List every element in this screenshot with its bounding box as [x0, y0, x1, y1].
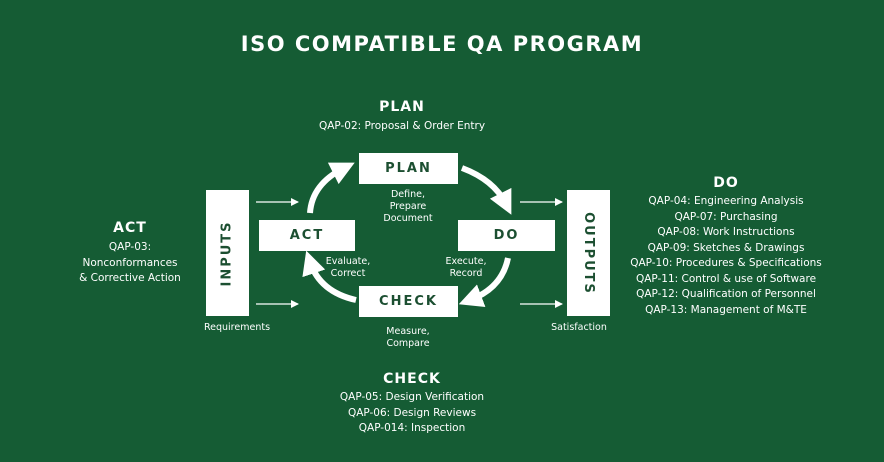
check-list: QAP-05: Design Verification QAP-06: Desi… — [292, 390, 532, 437]
act-box: ACT — [259, 220, 355, 251]
act-heading: ACT — [113, 220, 147, 236]
do-item: QAP-11: Control & use of Software — [635, 272, 817, 285]
check-caption: Measure, Compare — [386, 326, 430, 349]
check-item: QAP-06: Design Reviews — [347, 406, 477, 419]
check-heading: CHECK — [383, 371, 441, 387]
diagram-title: ISO COMPATIBLE QA PROGRAM — [240, 32, 644, 56]
act-to-plan-arrow — [307, 162, 355, 214]
act-item: & Corrective Action — [79, 272, 181, 284]
inputs-box: INPUTS — [206, 190, 249, 316]
do-caption: Execute, Record — [445, 256, 487, 279]
inputs-caption: Requirements — [203, 322, 271, 333]
do-heading: DO — [713, 175, 739, 191]
do-list: QAP-04: Engineering Analysis QAP-07: Pur… — [614, 194, 838, 318]
check-section: CHECK QAP-05: Design Verification QAP-06… — [292, 371, 532, 437]
do-to-check-arrow — [458, 257, 511, 308]
do-box: DO — [458, 220, 555, 251]
outputs-box: OUTPUTS — [567, 190, 610, 316]
check-item: QAP-014: Inspection — [358, 422, 466, 434]
act-list: QAP-03: Nonconformances & Corrective Act… — [60, 240, 200, 287]
plan-box: PLAN — [359, 153, 458, 184]
do-section: DO QAP-04: Engineering Analysis QAP-07: … — [614, 175, 838, 318]
plan-heading: PLAN — [379, 99, 425, 115]
do-item: QAP-13: Management of M&TE — [645, 303, 807, 316]
act-caption: Evaluate, Correct — [325, 256, 371, 279]
do-item: QAP-09: Sketches & Drawings — [647, 241, 805, 254]
do-item: QAP-10: Procedures & Specifications — [630, 257, 822, 269]
inputs-label: INPUTS — [220, 219, 235, 287]
do-item: QAP-07: Purchasing — [674, 210, 778, 223]
plan-item: QAP-02: Proposal & Order Entry — [318, 120, 486, 132]
check-to-act-arrow — [302, 250, 357, 303]
plan-section: PLAN QAP-02: Proposal & Order Entry — [262, 99, 542, 135]
plan-caption: Define, Prepare Document — [383, 189, 433, 224]
outputs-caption: Satisfaction — [551, 322, 607, 333]
do-item: QAP-04: Engineering Analysis — [648, 195, 804, 207]
outputs-label: OUTPUTS — [581, 211, 597, 295]
check-box: CHECK — [359, 286, 458, 317]
do-item: QAP-08: Work Instructions — [657, 226, 795, 238]
plan-to-do-arrow — [460, 165, 512, 215]
check-item: QAP-05: Design Verification — [339, 391, 485, 403]
plan-list: QAP-02: Proposal & Order Entry — [262, 119, 542, 135]
do-item: QAP-12: Qualification of Personnel — [636, 288, 816, 300]
act-item: Nonconformances — [82, 256, 178, 269]
act-section: ACT QAP-03: Nonconformances & Corrective… — [60, 220, 200, 287]
act-item: QAP-03: — [108, 241, 152, 253]
